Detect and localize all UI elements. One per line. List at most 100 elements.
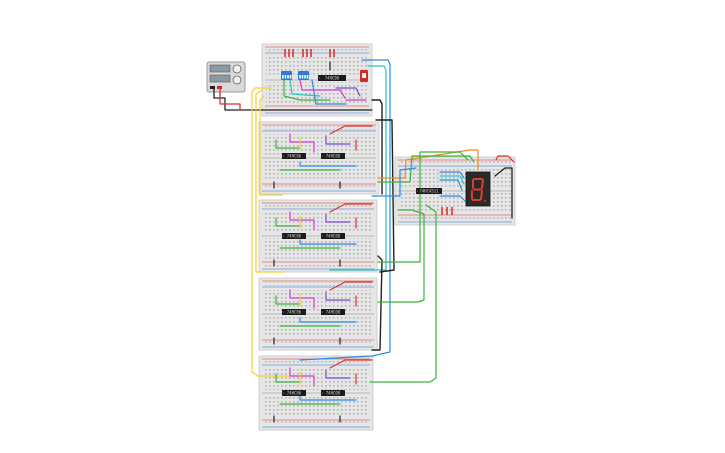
ic-label: 74HC86 bbox=[287, 309, 302, 314]
teal-display-wire bbox=[439, 175, 465, 185]
dip-toggle[interactable] bbox=[301, 75, 304, 79]
stage-wire bbox=[289, 367, 315, 387]
blue-display-wire bbox=[439, 195, 467, 203]
input-wire bbox=[299, 79, 346, 99]
ic-body bbox=[282, 309, 306, 315]
reset-button-cap bbox=[362, 73, 366, 78]
ic-chip[interactable]: 74HC08 bbox=[321, 233, 345, 239]
reset-button[interactable] bbox=[360, 70, 368, 82]
dip-toggle[interactable] bbox=[287, 75, 289, 79]
stage-wire bbox=[329, 203, 373, 213]
ic-label: 74HC08 bbox=[326, 309, 341, 314]
dip-switch[interactable] bbox=[298, 71, 309, 80]
rail-holes-top bbox=[399, 161, 511, 165]
ic-notch-icon bbox=[321, 155, 324, 157]
ic-label: 74HC4511 bbox=[419, 188, 439, 193]
ic-label: 74HC86 bbox=[287, 233, 302, 238]
yellow-bus-wire bbox=[251, 87, 301, 377]
dip-toggle[interactable] bbox=[304, 75, 306, 79]
ic-label: 74HC08 bbox=[326, 153, 341, 158]
stage-wire bbox=[275, 217, 301, 227]
green-display-wire bbox=[377, 155, 475, 183]
breadboard-stage-4 bbox=[258, 355, 374, 431]
stage-wire bbox=[299, 161, 357, 167]
green-display-wire bbox=[377, 151, 469, 263]
dip-toggle[interactable] bbox=[306, 75, 309, 79]
dip-toggle[interactable] bbox=[284, 75, 287, 79]
ic-chip[interactable]: 74HC08 bbox=[321, 153, 345, 159]
dip-toggle[interactable] bbox=[299, 75, 301, 79]
rail-holes-top bbox=[263, 204, 373, 208]
ic-chip[interactable]: 74HC86 bbox=[282, 153, 306, 159]
digit-eight-icon bbox=[471, 178, 484, 201]
ic-chip[interactable]: 74HC08 bbox=[321, 390, 345, 396]
stage-wire bbox=[325, 135, 351, 145]
ic-chip[interactable]: 74HC86 bbox=[282, 390, 306, 396]
stage-wire bbox=[329, 281, 373, 291]
rail-holes-bottom bbox=[263, 263, 373, 267]
stage-wire bbox=[299, 239, 357, 245]
ic-body bbox=[321, 233, 345, 239]
stage-wire bbox=[299, 395, 357, 401]
stage-wire bbox=[275, 139, 301, 149]
stage-wire bbox=[329, 125, 373, 135]
stage-wire bbox=[325, 291, 351, 301]
ic-label: 74HC86 bbox=[287, 390, 302, 395]
stage-wire bbox=[299, 317, 357, 323]
stage-wire bbox=[325, 369, 351, 379]
dip-switch[interactable] bbox=[281, 71, 292, 80]
ic-chip[interactable]: 74HC86 bbox=[282, 309, 306, 315]
red-display-wire bbox=[495, 155, 515, 163]
ic-notch-icon bbox=[282, 392, 285, 394]
stage-wire bbox=[289, 133, 315, 153]
ic-label: 74HC08 bbox=[326, 233, 341, 238]
terminal-holes-lower bbox=[263, 395, 369, 417]
ic-body bbox=[282, 153, 306, 159]
power-lead-wire bbox=[219, 88, 241, 111]
breadboard-stage-3 bbox=[258, 277, 378, 351]
voltage-knob-icon[interactable] bbox=[232, 64, 242, 74]
stage-wire bbox=[325, 213, 351, 223]
green-display-wire bbox=[377, 209, 425, 303]
ic-body bbox=[321, 390, 345, 396]
positive-terminal[interactable] bbox=[217, 86, 222, 89]
ic-notch-icon bbox=[321, 392, 324, 394]
ic-label: 74HC08 bbox=[326, 390, 341, 395]
teal-bus-wire bbox=[329, 65, 387, 271]
power-supply-display-bottom bbox=[209, 74, 231, 83]
stage-wire bbox=[289, 289, 315, 309]
ic-notch-icon bbox=[321, 311, 324, 313]
ic-body bbox=[321, 153, 345, 159]
ic-chip[interactable]: 74HC08 bbox=[321, 309, 345, 315]
ic-body bbox=[282, 233, 306, 239]
power-supply-display-top bbox=[209, 64, 231, 73]
ic-label: 74HC00 bbox=[325, 75, 340, 80]
rail-holes-bottom bbox=[399, 216, 511, 220]
ic-notch-icon bbox=[318, 77, 321, 79]
ic-body bbox=[318, 75, 346, 81]
black-bus-wire bbox=[371, 255, 383, 351]
ic-chip[interactable]: 74HC4511 bbox=[416, 188, 442, 194]
breadboard-stage-2 bbox=[258, 199, 378, 273]
ic-body bbox=[282, 390, 306, 396]
dip-toggle[interactable] bbox=[289, 75, 292, 79]
rail-holes-top bbox=[263, 360, 369, 364]
dip-toggle[interactable] bbox=[282, 75, 284, 79]
black-display-wire bbox=[494, 167, 513, 219]
blue-display-wire bbox=[439, 179, 463, 191]
ic-body bbox=[321, 309, 345, 315]
ic-chip[interactable]: 74HC86 bbox=[282, 233, 306, 239]
terminal-holes-upper bbox=[263, 368, 369, 390]
ground-terminal[interactable] bbox=[210, 86, 215, 89]
blue-display-wire bbox=[371, 167, 417, 197]
stage-wire bbox=[289, 211, 315, 231]
ic-notch-icon bbox=[416, 190, 419, 192]
seven-segment-display bbox=[465, 171, 491, 207]
power-supply[interactable] bbox=[206, 61, 246, 93]
ic-chip[interactable]: 74HC00 bbox=[318, 75, 346, 81]
input-wire bbox=[289, 79, 321, 97]
current-knob-icon[interactable] bbox=[232, 75, 242, 85]
input-wire bbox=[335, 87, 361, 97]
stage-wire bbox=[275, 295, 301, 305]
stage-wire bbox=[275, 373, 301, 383]
